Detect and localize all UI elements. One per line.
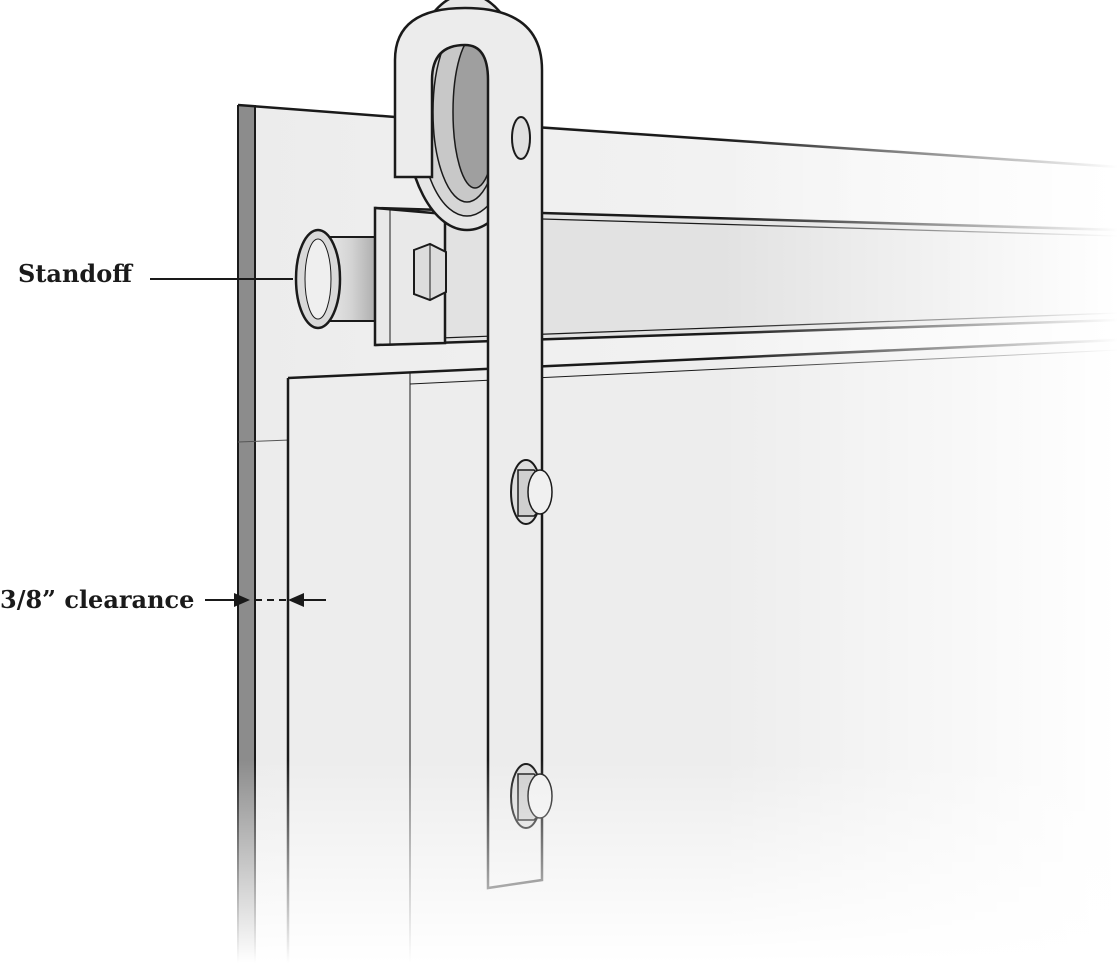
arrow-left-icon xyxy=(288,593,304,607)
wall-edge xyxy=(238,105,255,963)
standoff-label: Standoff xyxy=(18,259,132,288)
clearance-dimension xyxy=(205,593,326,607)
door-bolt-upper xyxy=(510,459,553,525)
pivot-bolt-icon xyxy=(511,116,531,160)
arrow-right-icon xyxy=(234,593,250,607)
bracket-plate xyxy=(373,206,447,347)
clearance-label: 3/8” clearance xyxy=(0,585,195,614)
hanger-strap xyxy=(393,6,544,890)
standoff-spool xyxy=(294,228,388,330)
